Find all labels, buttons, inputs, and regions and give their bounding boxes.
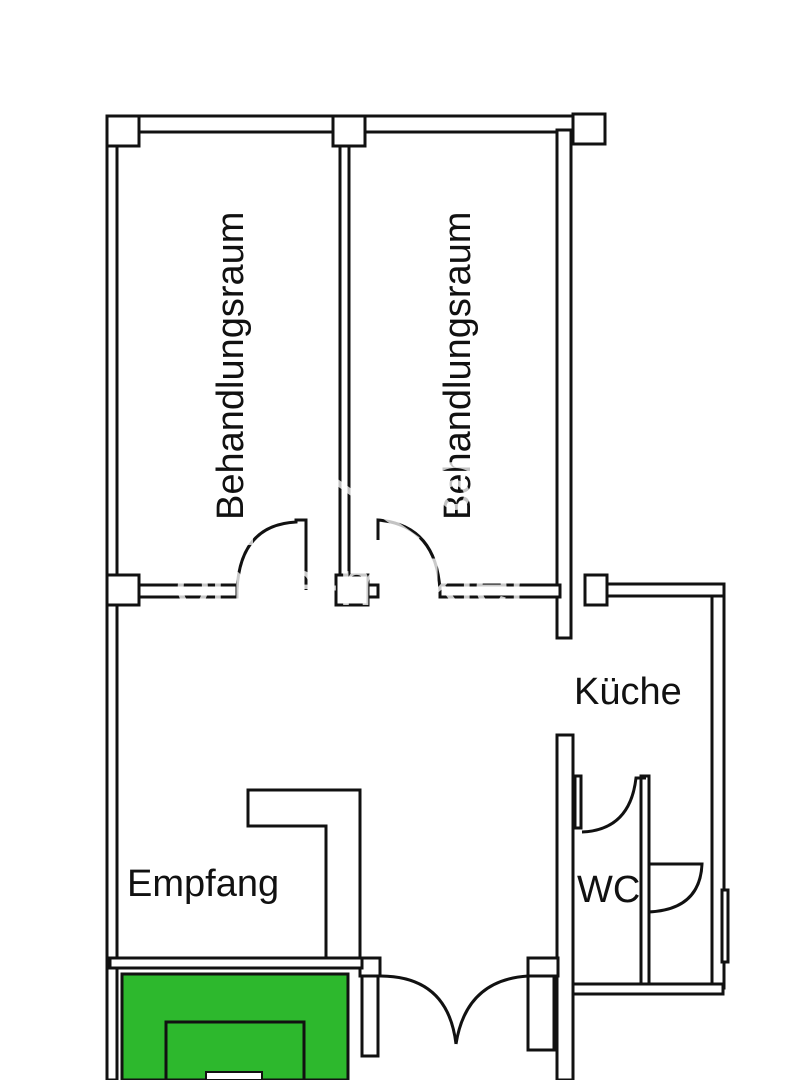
door-wc-2 bbox=[647, 862, 704, 914]
label-treatment-room-1: Behandlungsraum bbox=[210, 212, 252, 520]
entrance-frame-right bbox=[526, 956, 560, 978]
column-mid-center bbox=[334, 573, 370, 607]
column-top-mid bbox=[331, 114, 367, 148]
column-mid-right bbox=[583, 573, 609, 607]
watermark-text: ohne-makler bbox=[175, 547, 531, 619]
house-icon bbox=[220, 462, 488, 545]
right-wall-treatment bbox=[555, 128, 573, 640]
lower-room-wall bbox=[108, 956, 364, 970]
partition-wall bbox=[338, 128, 351, 602]
label-wc: WC bbox=[577, 869, 640, 911]
watermark: ohne-makler bbox=[175, 462, 531, 619]
green-area-inner bbox=[164, 1020, 306, 1080]
green-area bbox=[120, 972, 350, 1080]
wc-inner-wall-2 bbox=[639, 774, 651, 988]
wc-bottom-wall bbox=[571, 982, 725, 996]
door-wc-1 bbox=[581, 776, 646, 834]
entrance-jamb-left bbox=[360, 974, 380, 1058]
label-kitchen: Küche bbox=[574, 671, 682, 713]
door-treatment-2 bbox=[376, 518, 442, 591]
column-top-right bbox=[571, 112, 607, 146]
column-top-left bbox=[105, 114, 141, 148]
wc-left-wall bbox=[555, 733, 575, 1080]
column-mid-left bbox=[105, 573, 141, 607]
wc-right-stub bbox=[720, 888, 730, 964]
door-entrance-right bbox=[454, 974, 529, 1045]
green-area-item bbox=[205, 1071, 263, 1080]
treatment-bottom-wall-right bbox=[438, 583, 562, 599]
kitchen-top-wall bbox=[602, 582, 726, 598]
wc-inner-wall bbox=[573, 774, 583, 830]
label-reception: Empfang bbox=[127, 863, 279, 905]
entrance-jamb-right bbox=[526, 974, 556, 1052]
door-treatment-1 bbox=[235, 518, 308, 591]
door-entrance-left bbox=[379, 974, 458, 1045]
